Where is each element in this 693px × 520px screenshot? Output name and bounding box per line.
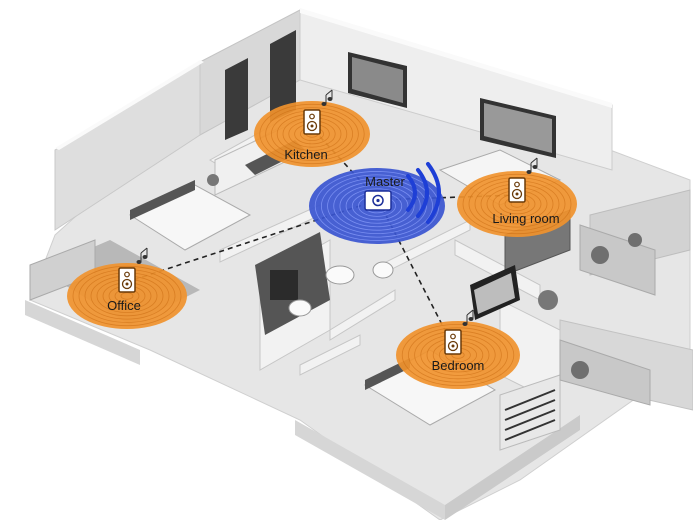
zone-label-office: Office — [107, 298, 141, 313]
music-note-icon — [462, 309, 474, 326]
speaker-icon — [303, 109, 321, 135]
master-zone: Master — [309, 162, 445, 244]
master-label: Master — [365, 174, 405, 189]
zone-office: Office — [67, 247, 187, 329]
zone-living-room: Living room — [457, 157, 577, 237]
wifi-speaker-icon — [364, 162, 441, 224]
link-master-office — [126, 199, 379, 283]
wall-pictures — [225, 30, 556, 158]
speaker-icon — [444, 329, 462, 355]
bathroom — [255, 232, 394, 335]
speaker-icon — [118, 267, 136, 293]
music-note-icon — [136, 247, 148, 264]
music-note-icon — [321, 89, 333, 106]
zone-label-kitchen: Kitchen — [284, 147, 327, 162]
zone-label-living-room: Living room — [492, 211, 559, 226]
music-note-icon — [526, 157, 538, 174]
speaker-icon — [508, 177, 526, 203]
zone-label-bedroom: Bedroom — [432, 358, 485, 373]
wifi-waves-icon — [406, 162, 441, 224]
zone-kitchen: Kitchen — [254, 89, 370, 167]
zone-bedroom: Bedroom — [396, 309, 520, 389]
